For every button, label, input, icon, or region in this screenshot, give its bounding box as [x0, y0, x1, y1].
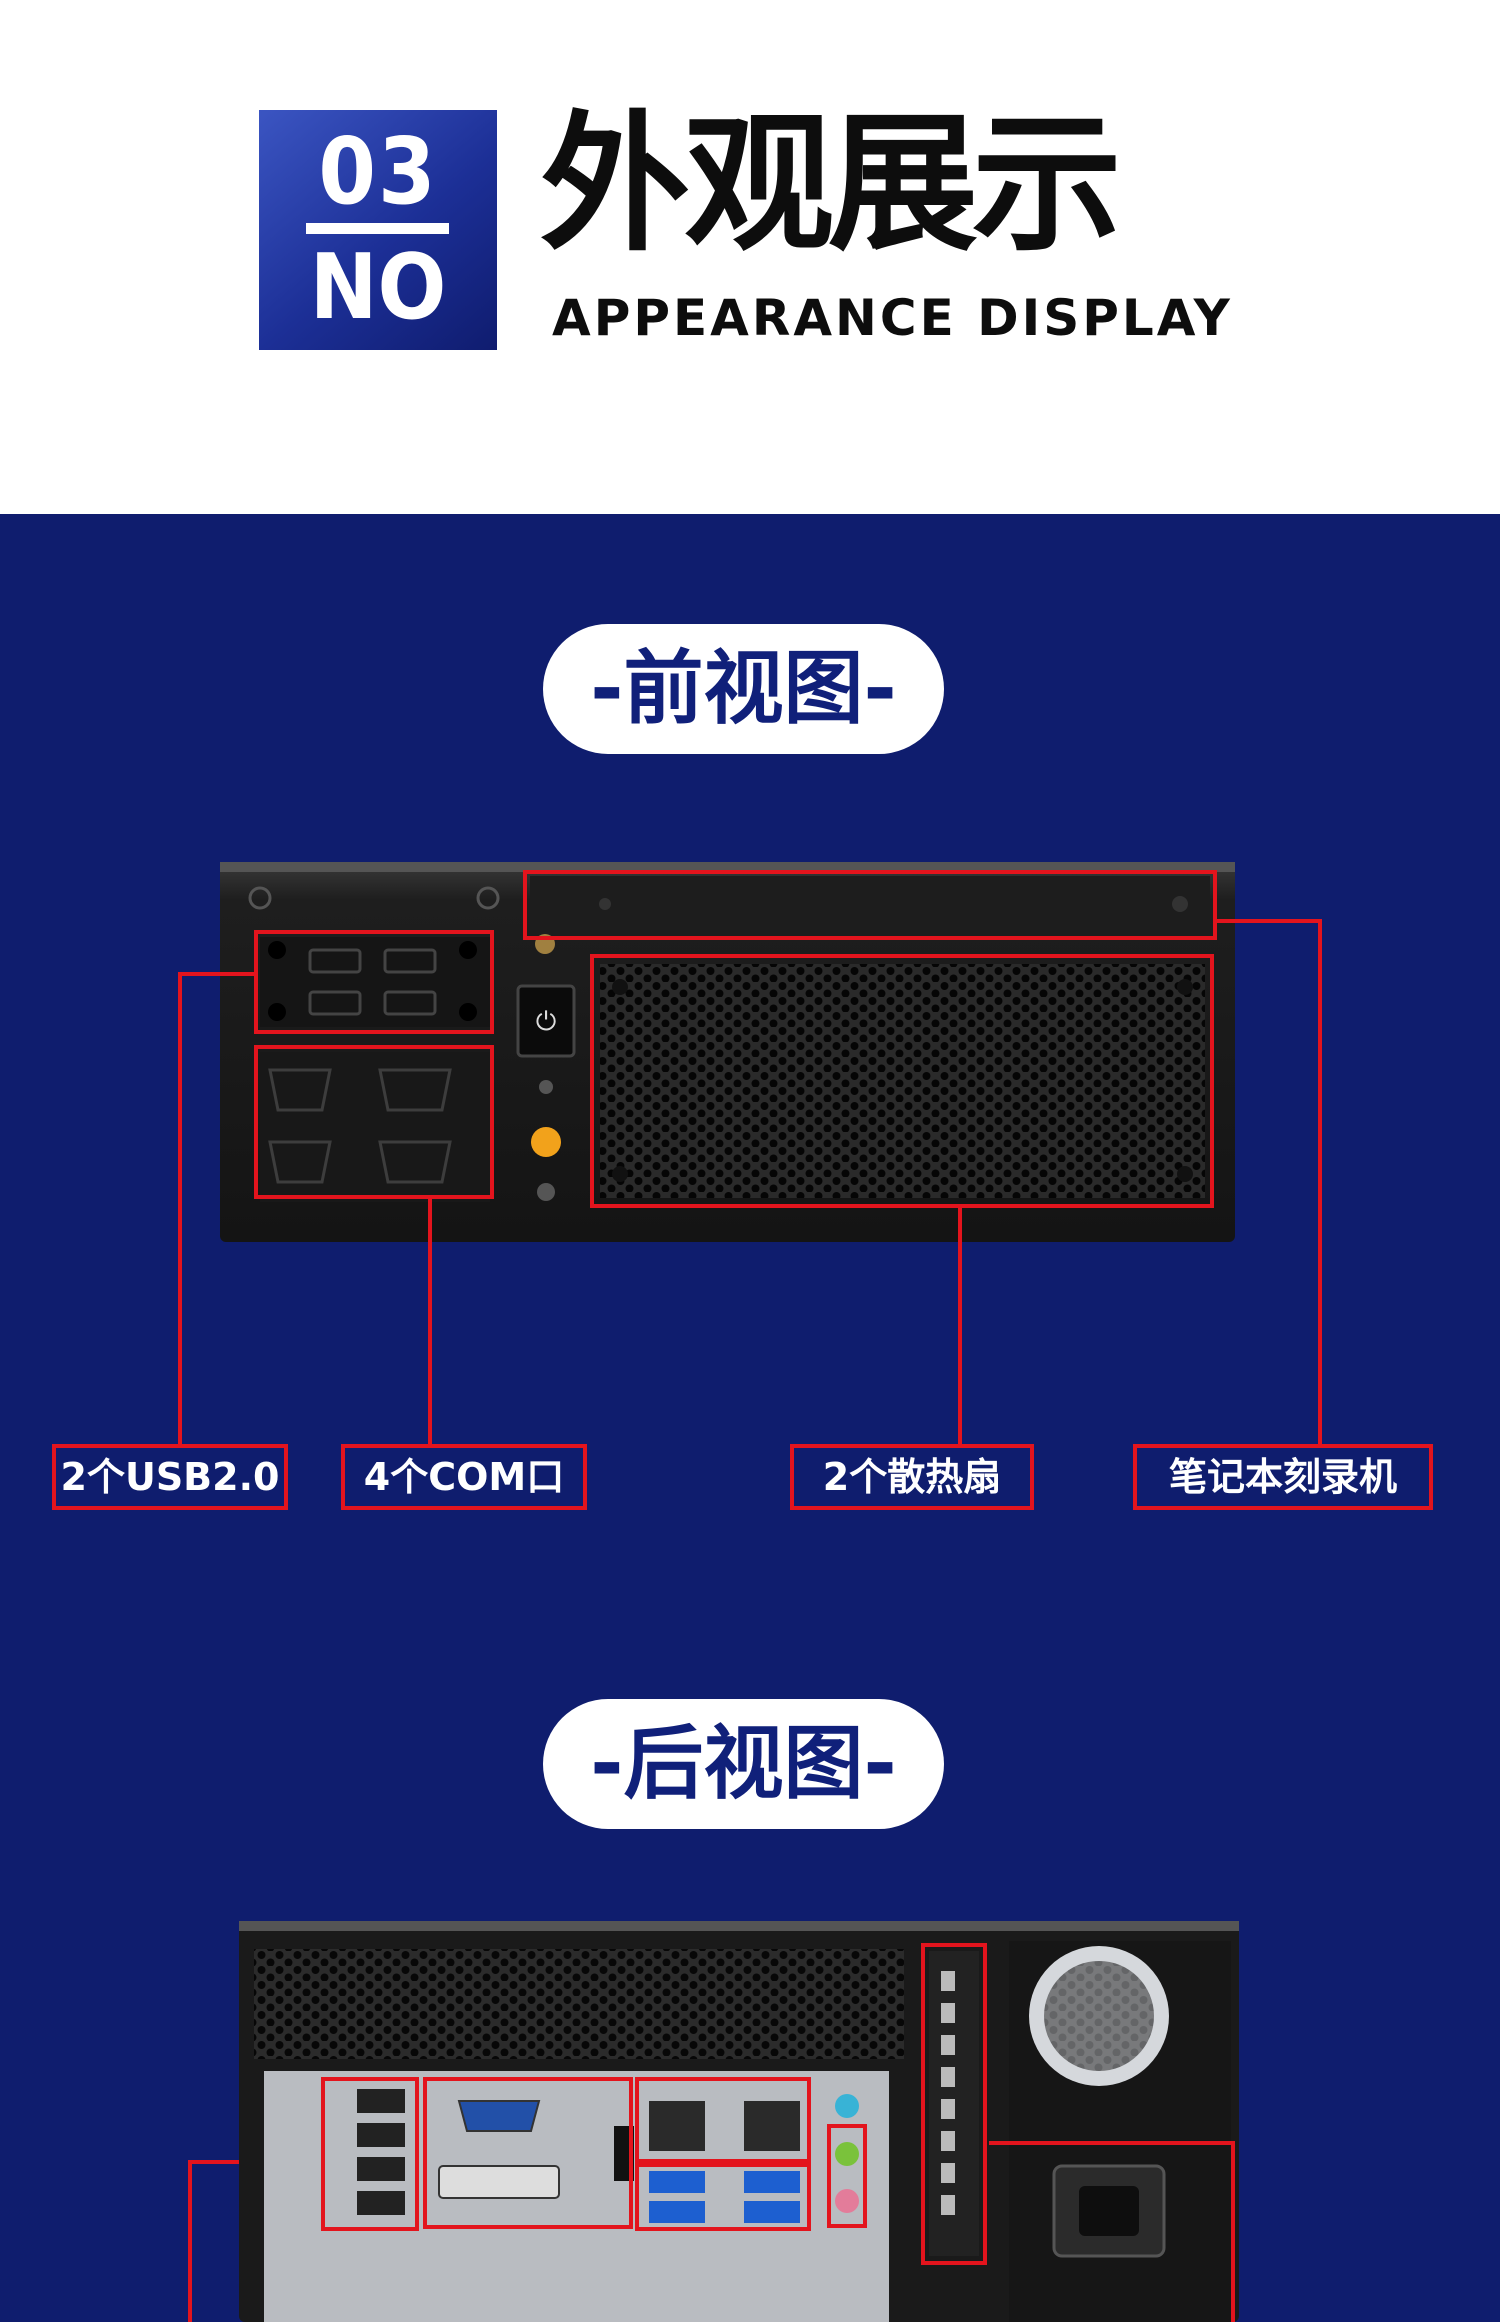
power-icon: ⏻ [536, 1007, 557, 1037]
badge-prefix: NO [309, 235, 447, 340]
rear-view-heading: -后视图- [543, 1699, 944, 1829]
label-com: 4个COM口 [341, 1444, 587, 1510]
badge-divider [306, 223, 449, 234]
reset-button[interactable] [531, 1127, 561, 1157]
fan-highlight [590, 954, 1214, 1208]
usb-highlight [254, 930, 494, 1034]
com-highlight [254, 1045, 494, 1199]
usb-port-icon [260, 937, 490, 1027]
page-subtitle: APPEARANCE DISPLAY [552, 289, 1233, 347]
section-header: 03 NO 外观展示 APPEARANCE DISPLAY [0, 0, 1500, 514]
rear-panel-image [239, 1921, 1239, 2322]
label-fan: 2个散热扇 [790, 1444, 1034, 1510]
label-usb: 2个USB2.0 [52, 1444, 288, 1510]
com-port-icon [260, 1052, 490, 1202]
badge-number: 03 [318, 118, 438, 225]
rear-vent-grille [254, 1949, 904, 2059]
lan-ports-icon [649, 2101, 800, 2223]
rear-usb-ports-icon [357, 2089, 405, 2215]
label-dvd: 笔记本刻录机 [1133, 1444, 1433, 1510]
page-title: 外观展示 [540, 98, 1122, 272]
dvd-drive-slot [530, 876, 1210, 930]
front-view-heading: -前视图- [543, 624, 944, 754]
fan-grille-icon [600, 964, 1205, 1198]
front-panel-image: ⏻ [220, 862, 1235, 1242]
audio-jacks-icon [835, 2094, 859, 2213]
product-showcase: -前视图- [0, 514, 1500, 2322]
dvd-highlight [523, 870, 1217, 940]
power-button[interactable] [516, 984, 576, 1058]
section-number-badge: 03 NO [259, 110, 497, 350]
